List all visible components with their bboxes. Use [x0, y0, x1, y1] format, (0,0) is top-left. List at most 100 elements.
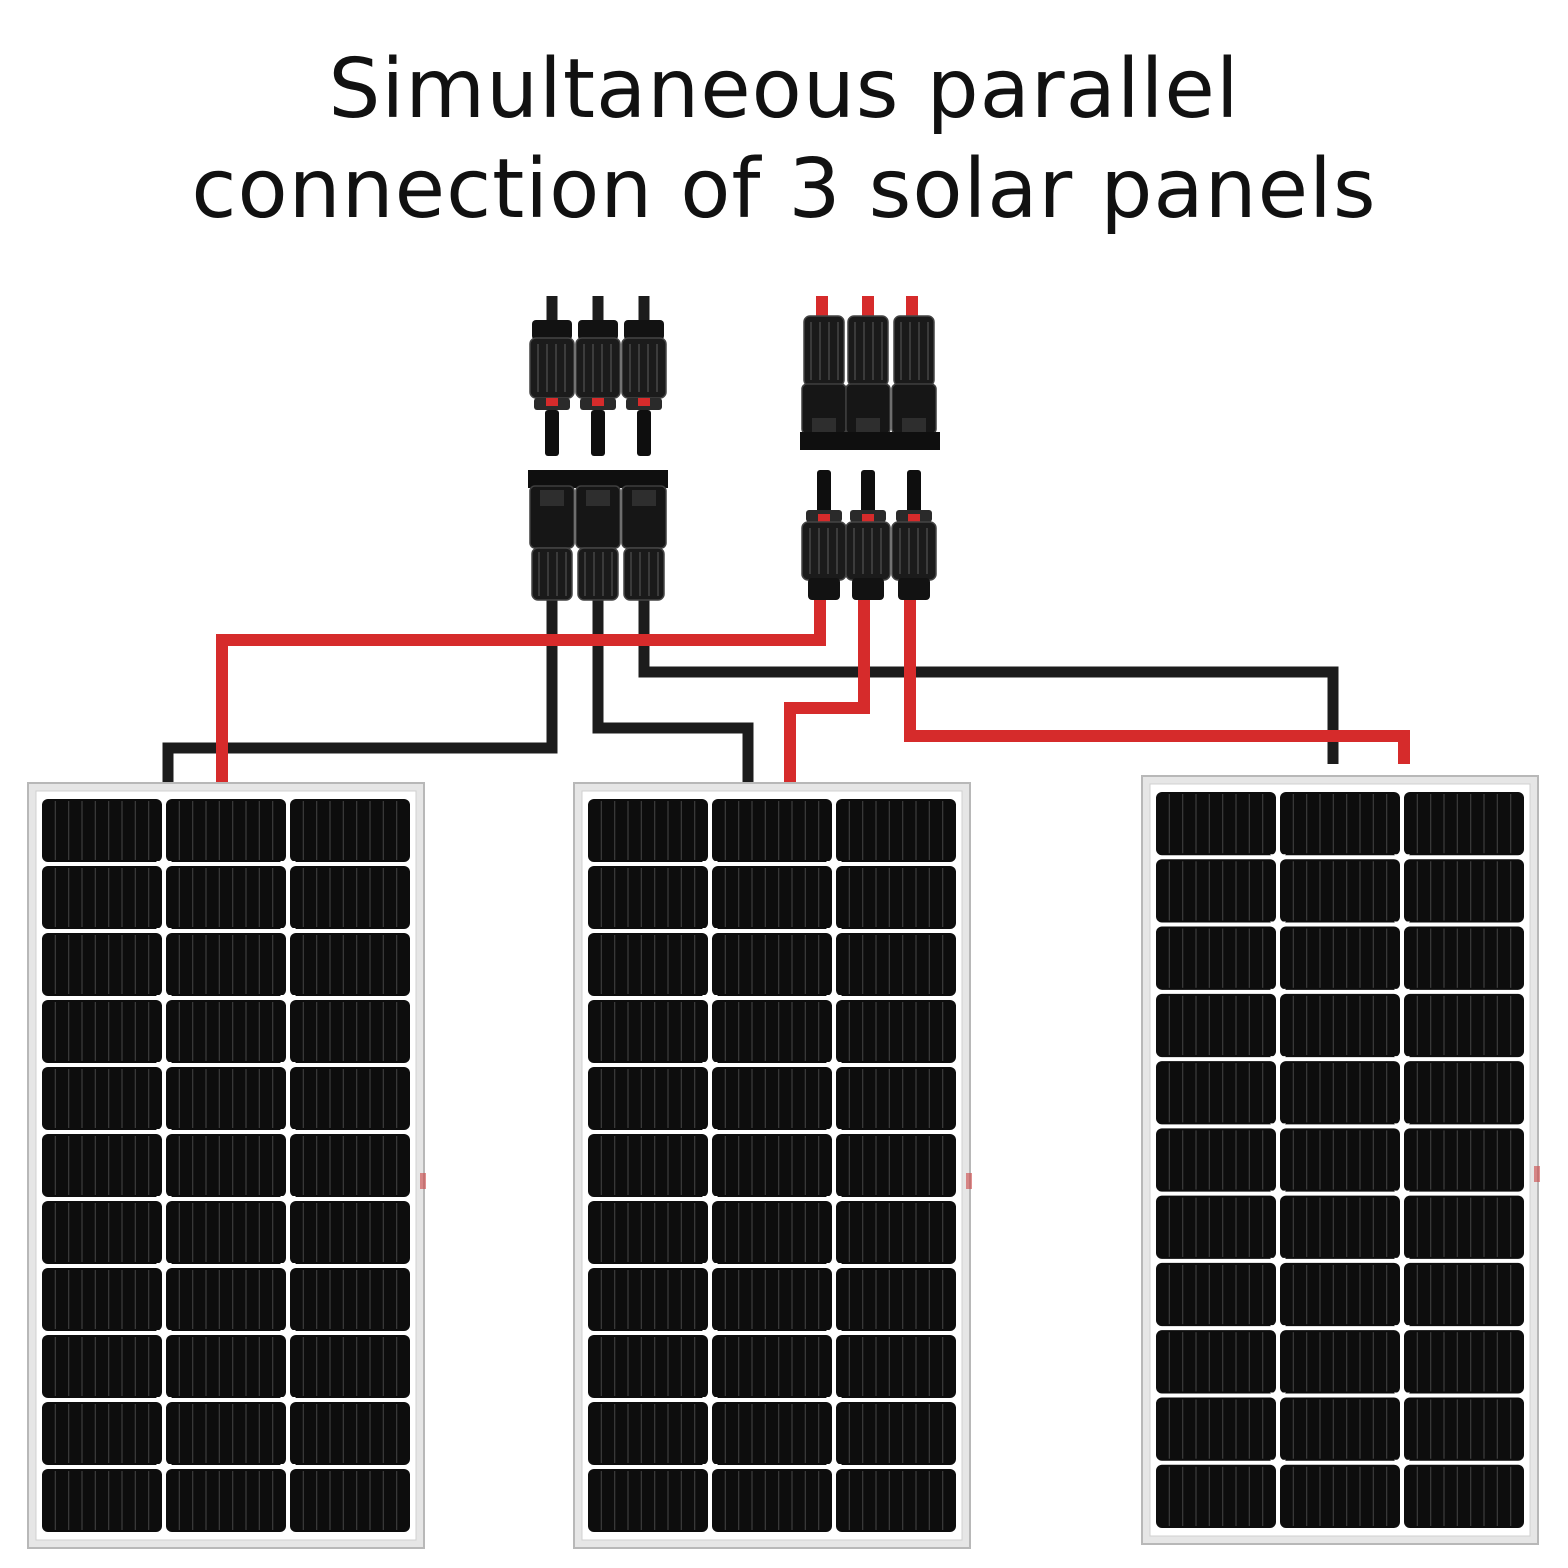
connector-pin — [545, 410, 559, 456]
panel-cell — [1156, 1195, 1276, 1259]
cell-gap-marker — [702, 1464, 718, 1472]
panel-cell — [712, 1402, 832, 1465]
solar-panel-middle — [573, 782, 972, 1549]
panel-cell — [1404, 859, 1524, 923]
connector-latch — [902, 418, 926, 434]
panel-cell — [588, 1335, 708, 1398]
panel-cell — [290, 1067, 410, 1130]
cell-gap-marker — [280, 1263, 296, 1271]
panel-cell — [290, 1134, 410, 1197]
connector-boot — [623, 547, 665, 601]
panel-cell — [290, 933, 410, 996]
title-line-1: Simultaneous parallel — [328, 42, 1240, 137]
connector-nut — [532, 320, 572, 340]
panel-cell — [588, 1268, 708, 1331]
panel-cell — [712, 866, 832, 929]
cell-gap-marker — [826, 861, 842, 869]
panel-cell — [1404, 1128, 1524, 1192]
solar-panel-left — [27, 782, 426, 1549]
panel-cell — [712, 1469, 832, 1532]
panel-cell — [1404, 993, 1524, 1058]
panel-cell — [166, 1335, 286, 1398]
panel-cell — [42, 1335, 162, 1398]
connector-pin — [907, 470, 921, 514]
panel-cell — [290, 1268, 410, 1331]
panel-cell — [42, 1402, 162, 1465]
cell-gap-marker — [826, 1062, 842, 1070]
connector-seal-ring — [908, 514, 920, 522]
title-line-2: connection of 3 solar panels — [191, 142, 1377, 237]
solar-panel-right — [1141, 775, 1540, 1545]
connector-pin — [591, 410, 605, 456]
panel-cell — [1404, 1397, 1524, 1461]
cell-gap-marker — [702, 1397, 718, 1405]
panel-cell — [712, 1000, 832, 1063]
panel-cell — [836, 1134, 956, 1197]
connector-tail — [898, 578, 930, 600]
cell-gap-marker — [1270, 1392, 1286, 1401]
cell-gap-marker — [1394, 1123, 1410, 1132]
panel-cell — [1156, 993, 1276, 1058]
panel-cell — [1404, 1262, 1524, 1327]
panel-cell — [1156, 1061, 1276, 1125]
cell-gap-marker — [702, 1062, 718, 1070]
cell-gap-marker — [1394, 1459, 1410, 1468]
panel-cell — [1280, 859, 1400, 923]
negative-cable-panel-left — [162, 600, 558, 782]
cell-gap-marker — [1270, 1257, 1286, 1266]
panel-cell — [1156, 792, 1276, 856]
connector-latch — [586, 490, 610, 506]
connector-seal-ring — [638, 398, 650, 406]
panel-cell — [42, 933, 162, 996]
panel-cell — [836, 1335, 956, 1398]
cell-gap-marker — [280, 928, 296, 936]
cell-gap-marker — [1394, 1325, 1410, 1334]
panel-side-mark — [1534, 1166, 1540, 1182]
panel-cell — [1280, 1397, 1400, 1461]
panel-cell — [42, 866, 162, 929]
negative-branch-connector — [528, 320, 668, 601]
panel-cell — [166, 933, 286, 996]
cell-gap-marker — [156, 1464, 172, 1472]
cell-gap-marker — [826, 928, 842, 936]
panel-cell — [42, 1067, 162, 1130]
cell-gap-marker — [1394, 854, 1410, 863]
cell-gap-marker — [1270, 988, 1286, 997]
cell-gap-marker — [156, 1196, 172, 1204]
panel-cell — [1404, 1061, 1524, 1125]
connector-seal-ring — [546, 398, 558, 406]
panel-cell — [1280, 1262, 1400, 1327]
panel-cell — [1156, 926, 1276, 990]
diagram-title: Simultaneous parallel connection of 3 so… — [0, 40, 1568, 240]
panel-side-mark — [420, 1173, 426, 1189]
panel-cell — [166, 1469, 286, 1532]
connector-boot — [577, 547, 619, 601]
cell-gap-marker — [702, 1196, 718, 1204]
panel-cell — [712, 1335, 832, 1398]
panel-cell — [42, 1000, 162, 1063]
connector-nut — [578, 320, 618, 340]
cell-gap-marker — [702, 1263, 718, 1271]
connector-body — [801, 521, 847, 581]
cell-gap-marker — [280, 1330, 296, 1338]
cell-gap-marker — [280, 1464, 296, 1472]
connector-tail — [852, 578, 884, 600]
cell-gap-marker — [1270, 854, 1286, 863]
connector-latch — [856, 418, 880, 434]
positive-branch-connector — [800, 315, 940, 600]
cell-gap-marker — [1270, 1325, 1286, 1334]
cell-gap-marker — [280, 1129, 296, 1137]
panel-cell — [712, 1201, 832, 1264]
panel-cell — [1156, 1330, 1276, 1394]
cell-gap-marker — [156, 1330, 172, 1338]
panel-cell — [166, 1201, 286, 1264]
panel-cell — [836, 1268, 956, 1331]
panel-cell — [1404, 1464, 1524, 1528]
cell-gap-marker — [156, 1062, 172, 1070]
cell-gap-marker — [826, 1464, 842, 1472]
cell-gap-marker — [1394, 1190, 1410, 1199]
panel-side-mark — [966, 1173, 972, 1189]
cell-gap-marker — [280, 1397, 296, 1405]
panel-cell — [290, 799, 410, 862]
positive-cable-panel-left — [216, 598, 826, 782]
